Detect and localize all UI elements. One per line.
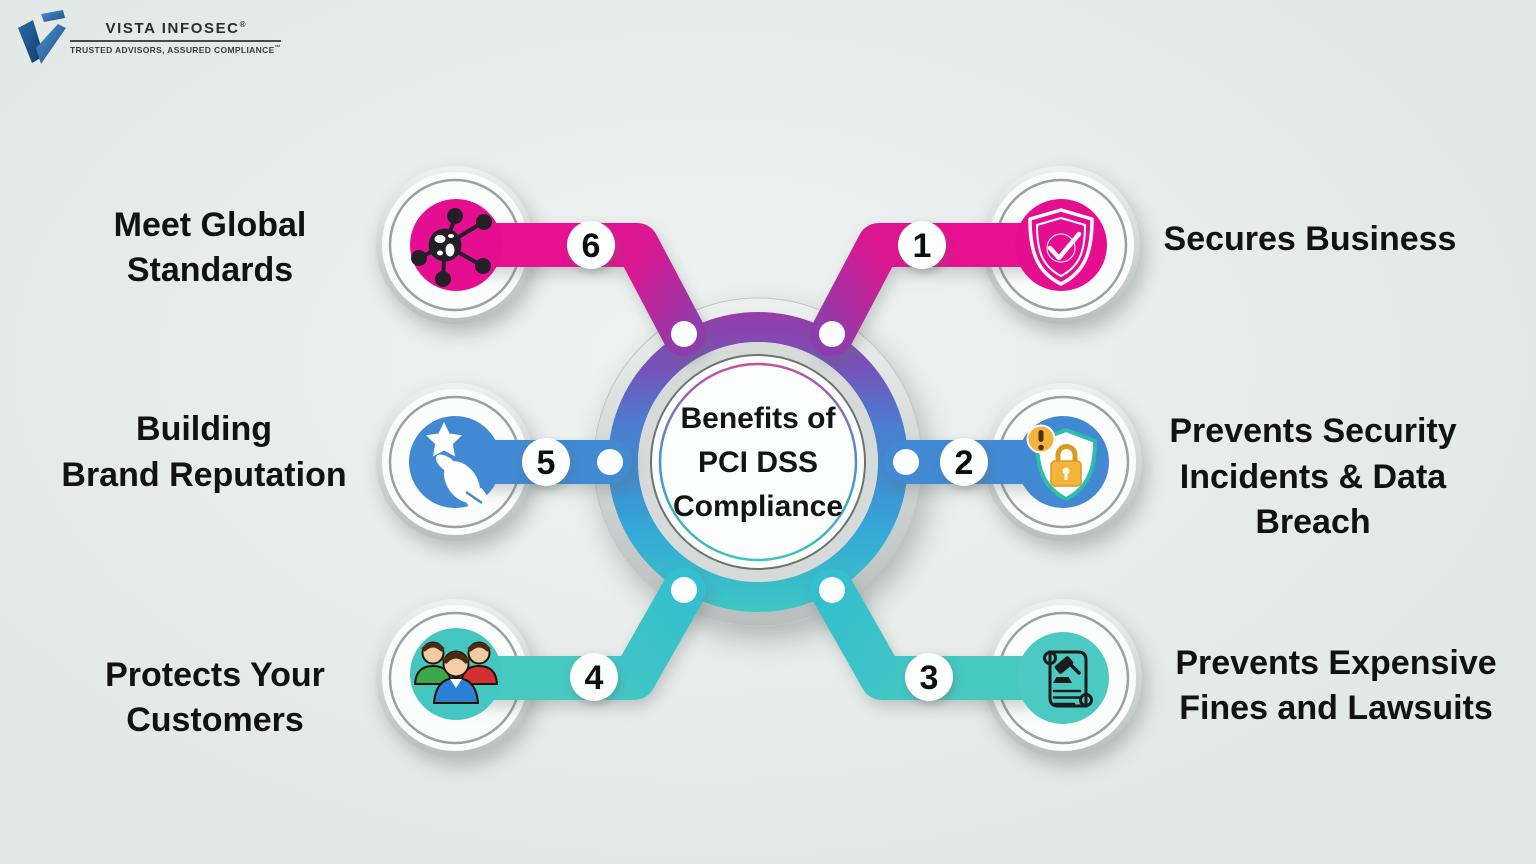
badge-number: 6 [582, 227, 601, 265]
connector-band-6 [433, 223, 706, 356]
ring-dot-bottom-right [819, 577, 845, 603]
benefit-label-fines-2: Fines and Lawsuits [1179, 689, 1493, 727]
benefit-label-secures: Secures Business [1164, 220, 1457, 258]
benefit-label-meet-global: Meet Global [114, 206, 307, 244]
badge-number: 3 [920, 659, 939, 697]
legal-scroll-gavel-icon [1017, 632, 1109, 724]
number-badge-5: 5 [522, 438, 570, 486]
hand-star-icon [409, 416, 501, 511]
badge-number: 5 [537, 444, 556, 482]
central-title-line1: Benefits of [680, 402, 836, 435]
benefit-label-customers-2: Customers [126, 701, 304, 739]
central-hub-face: Benefits of PCI DSS Compliance [650, 354, 866, 570]
benefit-label-meet-global-2: Standards [127, 251, 293, 289]
ring-dot-bottom-left [671, 577, 697, 603]
ring-dot-top-right [819, 321, 845, 347]
number-badge-1: 1 [898, 221, 946, 269]
benefit-label-fines: Prevents Expensive [1175, 644, 1496, 682]
logo-divider [70, 40, 282, 42]
customers-group-icon [410, 628, 502, 720]
number-badges: 6 1 5 2 4 3 [522, 221, 988, 701]
number-badge-6: 6 [567, 221, 615, 269]
ring-dot-right [893, 449, 919, 475]
vista-infosec-logo: VISTA INFOSEC® TRUSTED ADVISORS, ASSURED… [14, 6, 282, 68]
connector-band-1 [810, 223, 1083, 356]
registered-mark: ® [239, 20, 246, 29]
node-icon-discs [409, 199, 1109, 724]
benefit-label-customers: Protects Your [105, 656, 325, 694]
trademark-mark: ™ [274, 45, 282, 52]
ring-dot-left [597, 449, 623, 475]
connector-band-3 [810, 568, 1085, 700]
logo-tagline: TRUSTED ADVISORS, ASSURED COMPLIANCE™ [70, 45, 281, 55]
shield-lock-alert-icon [1017, 416, 1109, 508]
logo-brand: VISTA INFOSEC® [70, 20, 281, 37]
central-title-line3: Compliance [673, 490, 843, 523]
logo-tagline-text: TRUSTED ADVISORS, ASSURED COMPLIANCE [70, 45, 275, 55]
number-badge-4: 4 [570, 653, 618, 701]
ring-connector-dots [597, 321, 919, 603]
benefit-label-incidents: Prevents Security [1169, 412, 1456, 450]
ring-dot-top-left [671, 321, 697, 347]
vista-infosec-logo-mark-icon [18, 10, 66, 64]
badge-number: 1 [913, 227, 932, 265]
logo-right-stroke [36, 24, 66, 64]
badge-number: 2 [955, 444, 974, 482]
central-white-disc [650, 354, 866, 570]
connector-bands [433, 223, 1085, 700]
benefit-label-brand-2: Brand Reputation [61, 456, 346, 494]
logo-text-block: VISTA INFOSEC® TRUSTED ADVISORS, ASSURED… [70, 6, 282, 55]
shield-check-icon [1015, 199, 1107, 291]
central-title-line2: PCI DSS [698, 446, 818, 479]
badge-number: 4 [585, 659, 604, 697]
logo-brand-name: VISTA INFOSEC [105, 20, 240, 37]
collar [450, 679, 462, 688]
benefit-label-incidents-2: Incidents & Data [1180, 458, 1447, 496]
benefit-label-brand: Building [136, 410, 272, 448]
benefit-label-incidents-3: Breach [1255, 503, 1370, 541]
number-badge-2: 2 [940, 438, 988, 486]
central-thin-gradient-circle [658, 362, 858, 562]
logo-top-bar [41, 10, 65, 22]
global-network-icon [410, 199, 502, 291]
star-shape [425, 422, 462, 457]
number-badge-3: 3 [905, 653, 953, 701]
benefit-labels: Meet Global Standards Building Brand Rep… [61, 206, 1496, 739]
connector-band-4 [433, 568, 706, 700]
